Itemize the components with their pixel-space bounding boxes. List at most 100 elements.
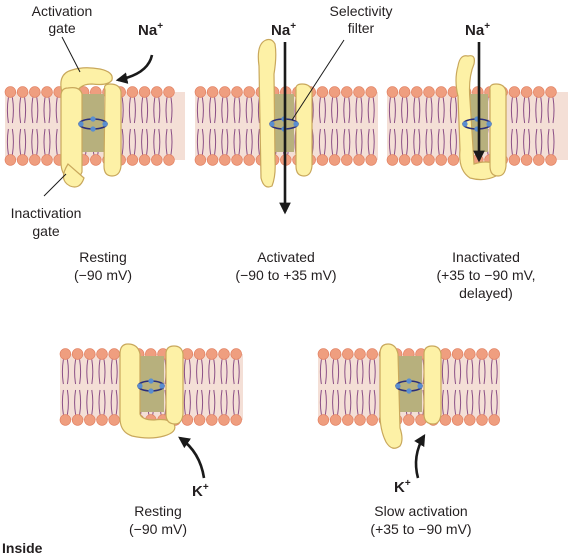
lipid-head bbox=[423, 154, 435, 166]
state-label-na-activated: Activated bbox=[257, 249, 315, 265]
state-label-k-resting: (−90 mV) bbox=[129, 521, 187, 537]
lipid-head bbox=[411, 154, 423, 166]
lipid-tail bbox=[490, 389, 498, 415]
lipid-head bbox=[545, 86, 557, 98]
state-label-na-activated: (−90 to +35 mV) bbox=[235, 267, 336, 283]
lipid-head bbox=[126, 154, 139, 166]
pore bbox=[396, 356, 422, 412]
lipid-head bbox=[163, 86, 175, 98]
lipid-tail bbox=[233, 128, 241, 155]
lipid-tail bbox=[233, 97, 241, 124]
activation-gate-open bbox=[257, 38, 277, 188]
state-label-k-slow-activation: (+35 to −90 mV) bbox=[370, 521, 471, 537]
lipid-head bbox=[231, 154, 243, 166]
state-label-k-resting: Resting bbox=[134, 503, 181, 519]
lipid-tail bbox=[19, 97, 27, 124]
lipid-head bbox=[138, 154, 151, 166]
lipid-tail bbox=[86, 359, 94, 385]
lipid-head bbox=[219, 86, 231, 98]
filter-site bbox=[137, 383, 143, 389]
lipid-head bbox=[329, 348, 342, 360]
lipid-tail bbox=[401, 97, 409, 124]
lipid-tail bbox=[478, 389, 486, 415]
inactivation-gate-pointer bbox=[43, 173, 67, 197]
lipid-tail bbox=[61, 389, 69, 415]
filter-site bbox=[417, 383, 423, 389]
lipid-head bbox=[108, 348, 120, 360]
lipid-head bbox=[71, 414, 84, 426]
lipid-tail bbox=[183, 389, 191, 415]
lipid-head bbox=[508, 154, 521, 166]
activation-gate-label: Activation bbox=[32, 3, 93, 19]
lipid-tail bbox=[368, 389, 376, 415]
lipid-head bbox=[41, 154, 53, 166]
lipid-head bbox=[386, 154, 399, 166]
lipid-head bbox=[96, 348, 108, 360]
pore bbox=[80, 94, 104, 152]
lipid-head bbox=[476, 414, 488, 426]
lipid-tail bbox=[449, 97, 457, 124]
selectivity-filter-label: Selectivity bbox=[329, 3, 392, 19]
lipid-head bbox=[181, 414, 194, 426]
filter-site bbox=[78, 121, 84, 127]
lipid-tail bbox=[31, 97, 39, 124]
na-ion-symbol: Na bbox=[271, 22, 291, 39]
lipid-tail bbox=[319, 359, 327, 385]
lipid-tail bbox=[332, 359, 340, 385]
lipid-tail bbox=[183, 359, 191, 385]
lipid-head bbox=[84, 414, 96, 426]
lipid-tail bbox=[110, 359, 118, 385]
state-label-na-inactivated: Inactivated bbox=[452, 249, 520, 265]
lipid-tail bbox=[441, 389, 449, 415]
lipid-head bbox=[365, 86, 377, 98]
lipid-tail bbox=[319, 389, 327, 415]
na-ion-charge: + bbox=[157, 21, 163, 32]
lipid-tail bbox=[128, 128, 136, 155]
lipid-tail bbox=[413, 128, 421, 155]
lipid-tail bbox=[437, 128, 445, 155]
lipid-tail bbox=[466, 389, 474, 415]
filter-site bbox=[269, 121, 275, 127]
lipid-tail bbox=[74, 359, 82, 385]
lipid-head bbox=[29, 154, 41, 166]
lipid-tail bbox=[196, 128, 204, 155]
lipid-tail bbox=[196, 359, 204, 385]
lipid-tail bbox=[141, 128, 149, 155]
lipid-tail bbox=[490, 359, 498, 385]
lipid-tail bbox=[547, 128, 555, 155]
lipid-head bbox=[29, 86, 41, 98]
lipid-tail bbox=[43, 97, 51, 124]
lipid-tail bbox=[43, 128, 51, 155]
lipid-head bbox=[108, 414, 120, 426]
lipid-head bbox=[16, 86, 29, 98]
inactivation-gate-label: gate bbox=[32, 223, 59, 239]
na-ion-label: Na+ bbox=[138, 21, 163, 39]
lipid-head bbox=[151, 86, 163, 98]
lipid-tail bbox=[344, 359, 352, 385]
lipid-head bbox=[126, 86, 139, 98]
lipid-head bbox=[411, 86, 423, 98]
lipid-head bbox=[353, 86, 365, 98]
k-efflux-arrow bbox=[414, 433, 426, 479]
lipid-tail bbox=[388, 97, 396, 124]
filter-site bbox=[406, 378, 412, 384]
lipid-head bbox=[71, 348, 84, 360]
lipid-head bbox=[439, 348, 452, 360]
lipid-tail bbox=[331, 97, 339, 124]
lipid-tail bbox=[245, 97, 253, 124]
lipid-head bbox=[163, 154, 175, 166]
lipid-head bbox=[354, 414, 366, 426]
channel-wall-right bbox=[295, 83, 313, 177]
lipid-tail bbox=[209, 128, 217, 155]
filter-site bbox=[159, 383, 165, 389]
lipid-head bbox=[218, 414, 230, 426]
na-channel-inactivated bbox=[455, 55, 507, 181]
lipid-head bbox=[316, 154, 329, 166]
lipid-tail bbox=[165, 97, 173, 124]
filter-site bbox=[148, 378, 154, 384]
pore bbox=[138, 356, 164, 412]
na-ion-label: Na+ bbox=[271, 21, 296, 39]
lipid-tail bbox=[355, 128, 363, 155]
lipid-tail bbox=[19, 128, 27, 155]
lipid-tail bbox=[318, 128, 326, 155]
